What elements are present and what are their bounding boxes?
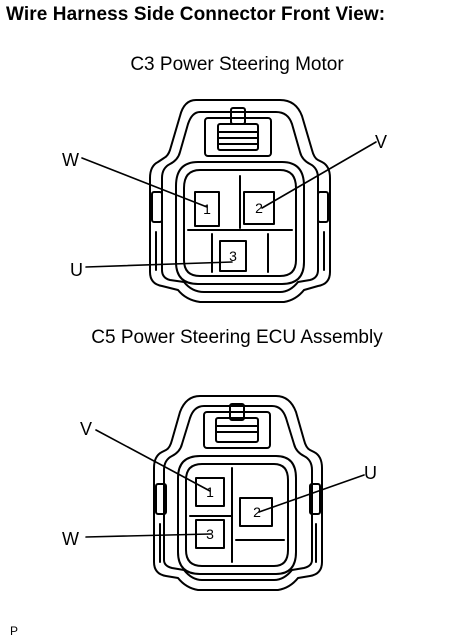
c3-pin-2: 2 <box>255 200 263 216</box>
c5-wire-label-v: V <box>80 419 92 439</box>
leader-c5-u <box>258 474 365 513</box>
leader-c3-v <box>261 141 377 209</box>
c5-pin-2: 2 <box>253 504 261 520</box>
connector-c3-title: C3 Power Steering Motor <box>130 54 344 75</box>
c3-wire-label-w: W <box>62 150 79 170</box>
leader-c3-u <box>85 261 233 268</box>
connector-c5-title: C5 Power Steering ECU Assembly <box>91 327 383 348</box>
leader-c5-w <box>85 533 211 538</box>
leader-c5-v <box>95 429 211 492</box>
page-title: Wire Harness Side Connector Front View: <box>6 4 386 25</box>
c3-pin-1: 1 <box>203 201 211 217</box>
c5-wire-label-w: W <box>62 529 79 549</box>
c3-wire-label-v: V <box>375 132 387 152</box>
connector-c5-housing <box>153 395 323 591</box>
c5-wire-label-u: U <box>364 463 377 483</box>
leader-c3-w <box>81 157 208 208</box>
c3-wire-label-u: U <box>70 260 83 280</box>
figure-code: P <box>10 624 19 638</box>
c5-pin-1: 1 <box>206 484 214 500</box>
c3-pin-3: 3 <box>229 248 237 264</box>
connector-c3-housing <box>149 99 331 303</box>
c5-pin-3: 3 <box>206 526 214 542</box>
